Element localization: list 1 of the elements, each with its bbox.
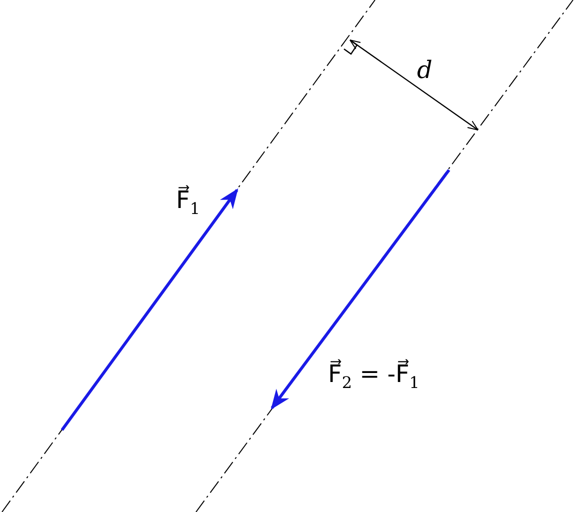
dimension-label: d — [417, 58, 432, 82]
